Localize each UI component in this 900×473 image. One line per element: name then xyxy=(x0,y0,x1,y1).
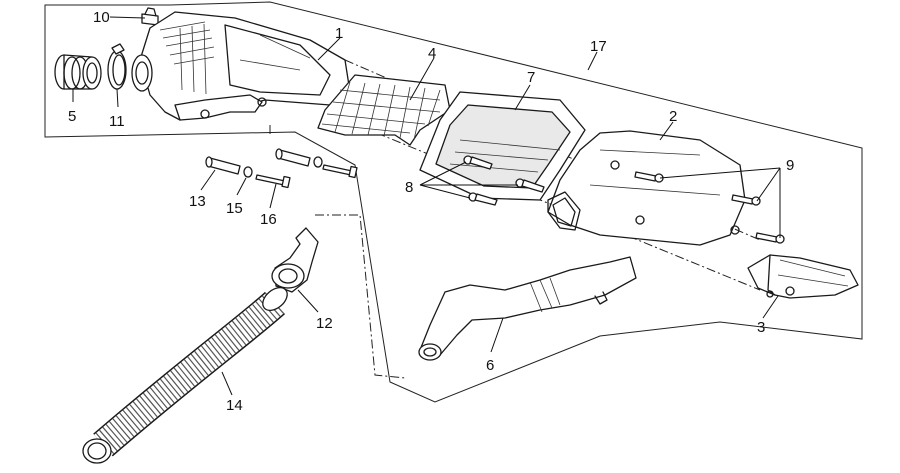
callout-8: 8 xyxy=(405,179,413,196)
part-16-bolts xyxy=(255,164,358,189)
callout-6: 6 xyxy=(486,357,494,374)
callout-11: 11 xyxy=(109,113,125,130)
callout-2: 2 xyxy=(669,108,677,125)
callout-labels: 10 1 4 7 17 2 9 8 5 11 13 15 16 12 14 6 … xyxy=(68,9,794,414)
callout-10: 10 xyxy=(93,9,110,26)
part-8-screws xyxy=(463,155,545,206)
part-13-spacers xyxy=(205,148,311,175)
callout-16: 16 xyxy=(260,211,277,228)
callout-9: 9 xyxy=(786,157,794,174)
callout-4: 4 xyxy=(428,45,436,62)
callout-13: 13 xyxy=(189,193,206,210)
callout-14: 14 xyxy=(226,397,243,414)
callout-7: 7 xyxy=(527,69,535,86)
part-12-elbow xyxy=(271,227,319,293)
part-3-intake-snorkel xyxy=(747,254,859,299)
callout-5: 5 xyxy=(68,108,76,125)
part-6-intake-duct xyxy=(418,256,637,361)
part-4-filter-grid xyxy=(317,74,451,146)
part-14-corrugated-hose xyxy=(82,287,288,464)
part-7-filter-element xyxy=(419,91,586,201)
callout-3: 3 xyxy=(757,319,765,336)
part-5-rubber-sleeve xyxy=(54,54,102,90)
part-1-filter-housing xyxy=(131,11,351,121)
part-10-clip xyxy=(141,7,159,26)
part-11-hose-clamp xyxy=(107,43,127,90)
leader-lines xyxy=(72,16,781,396)
part-2-filter-cover xyxy=(547,130,746,246)
callout-15: 15 xyxy=(226,200,243,217)
callout-17: 17 xyxy=(590,38,607,55)
part-9-screws xyxy=(634,171,785,244)
callout-12: 12 xyxy=(316,315,333,332)
callout-1: 1 xyxy=(335,25,343,42)
assembly-frame xyxy=(44,1,863,403)
part-15-washers xyxy=(243,156,323,178)
